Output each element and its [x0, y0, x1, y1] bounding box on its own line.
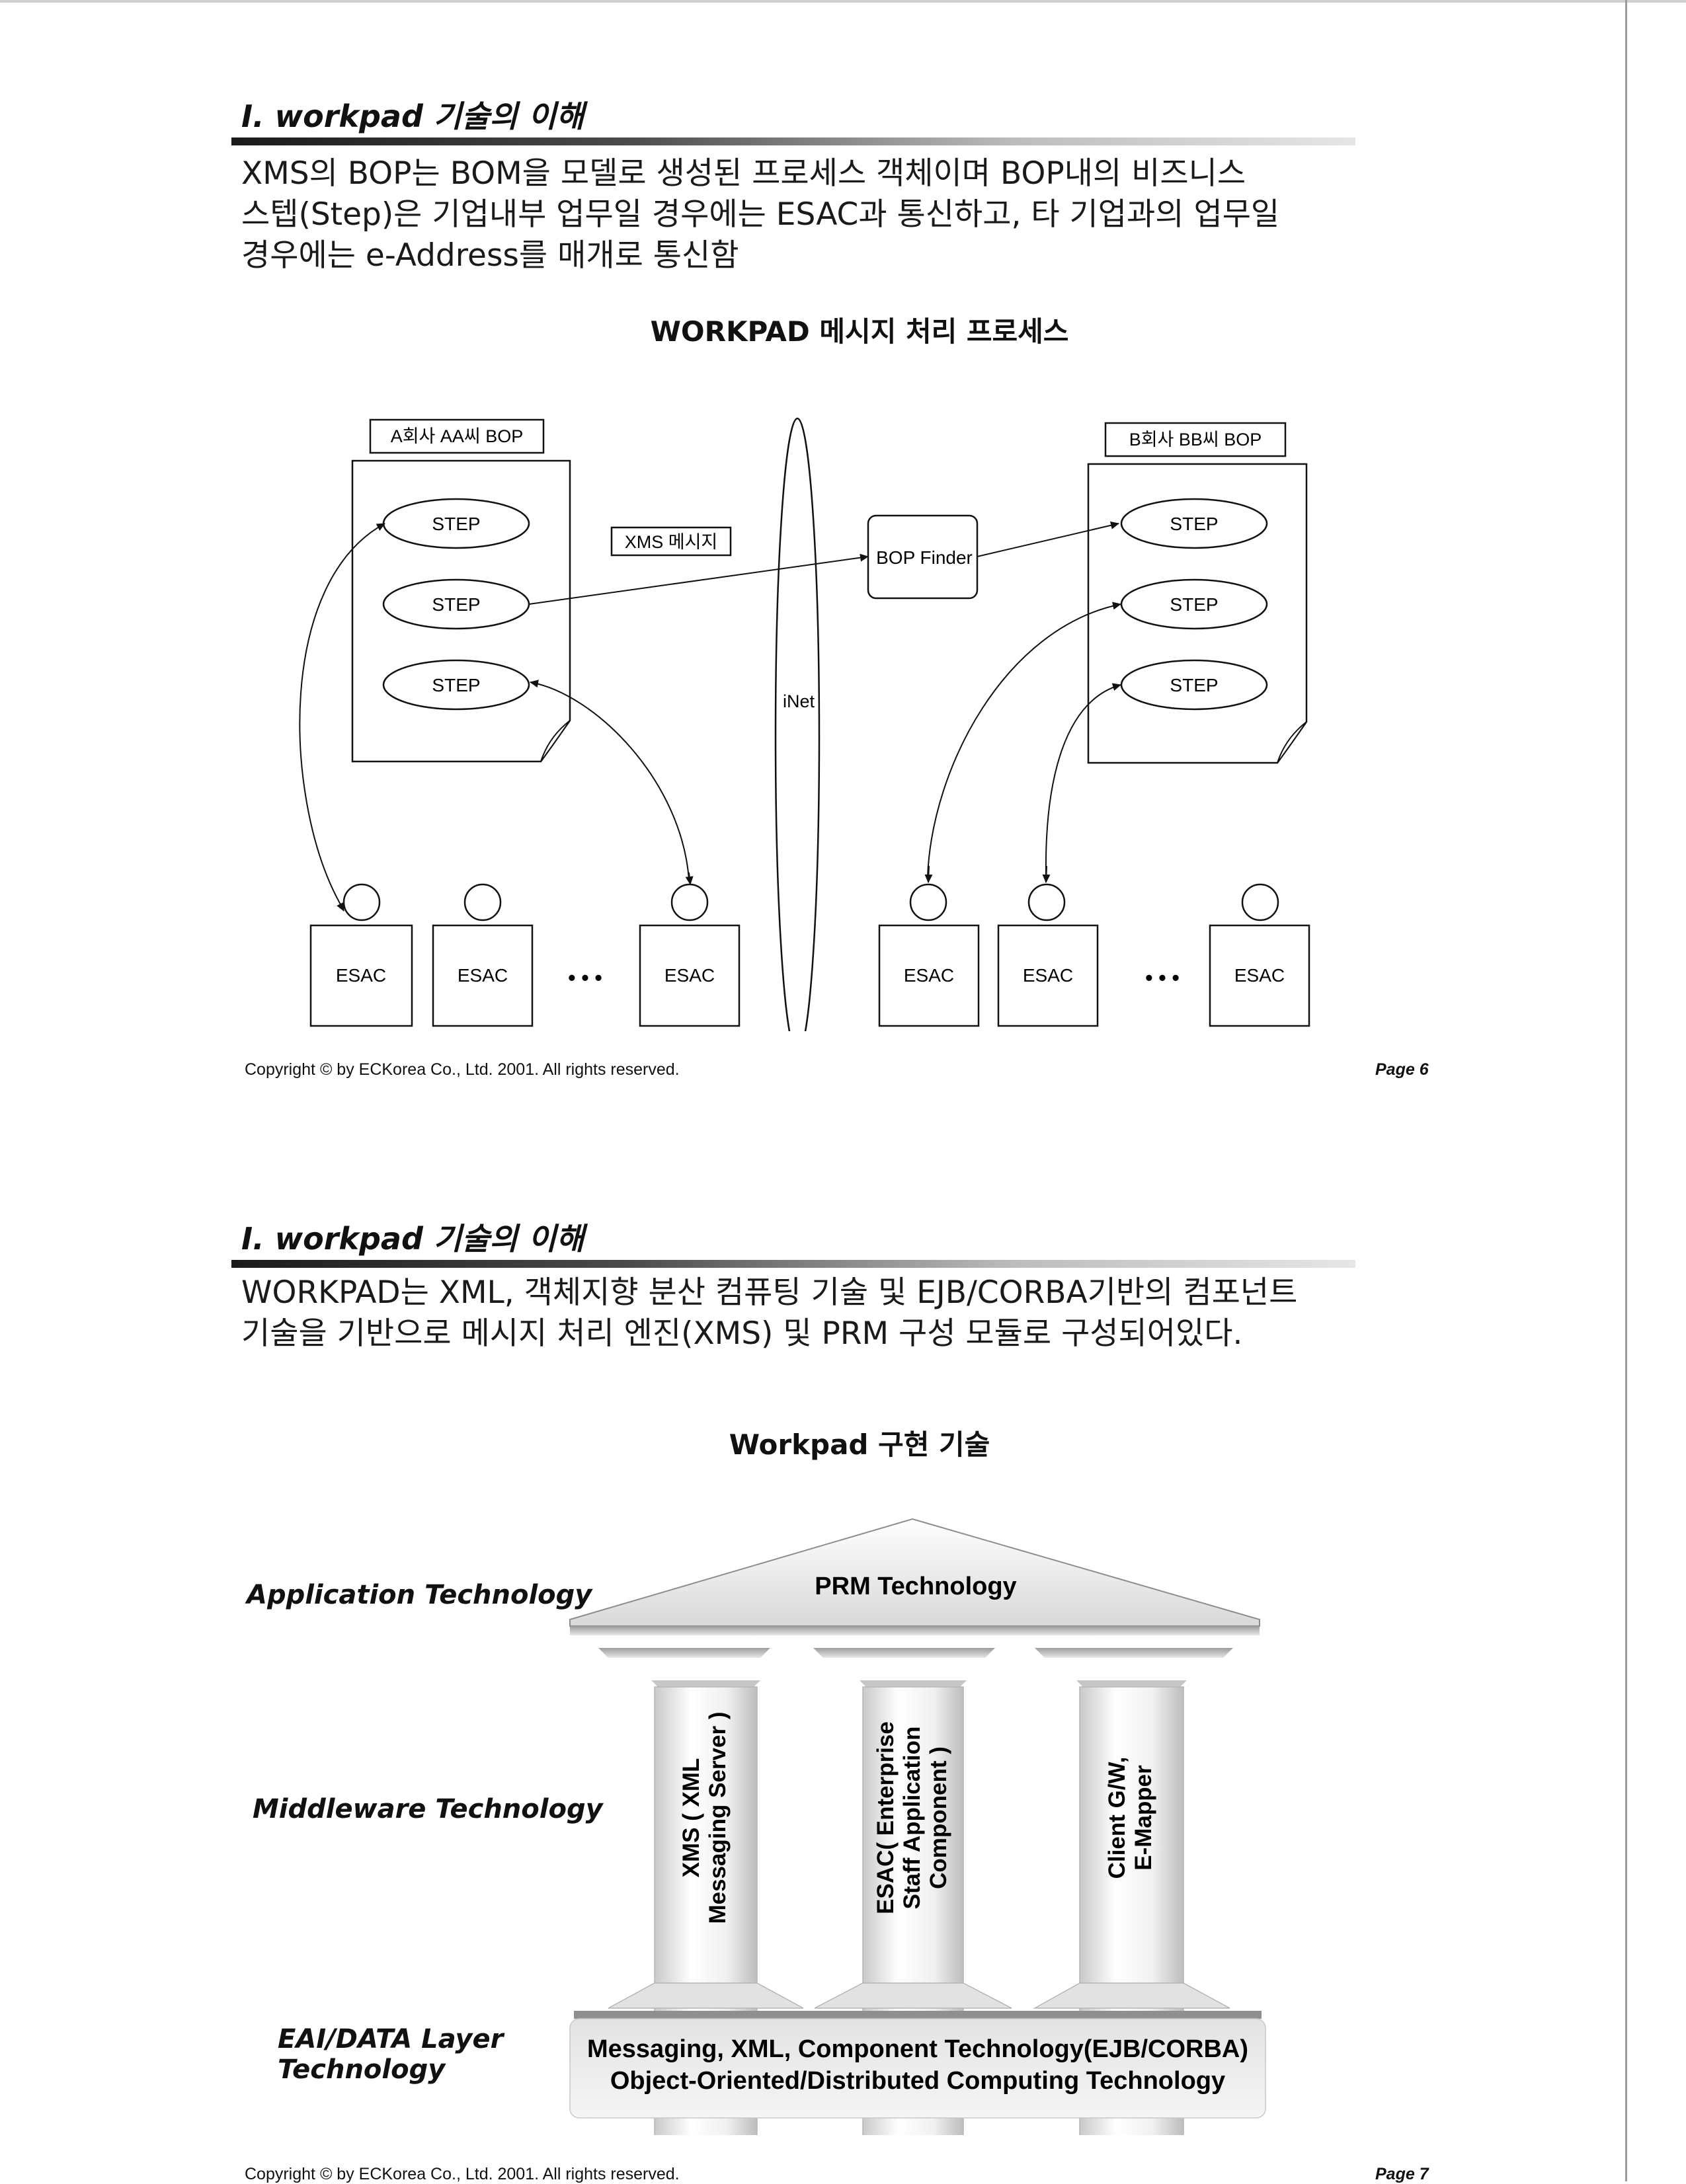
step-esac-link — [927, 602, 1121, 877]
pillar-client-text: Client G/W, E-Mapper — [1104, 1757, 1156, 1879]
left-bop-label: A회사 AA씨 BOP — [391, 426, 524, 446]
pillar-capital — [651, 1680, 760, 1687]
svg-text:ESAC: ESAC — [904, 965, 954, 986]
left-bop-document: A회사 AA씨 BOP STEP STEP STEP — [351, 418, 571, 763]
step-label: STEP — [432, 675, 480, 695]
foundation-base: Messaging, XML, Component Technology(EJB… — [569, 2011, 1266, 2119]
svg-text:ESAC: ESAC — [336, 965, 386, 986]
pillar-capital — [860, 1680, 967, 1687]
esac-box — [639, 924, 741, 1027]
svg-text:E-Mapper: E-Mapper — [1131, 1765, 1156, 1871]
page7-paragraph: WORKPAD는 XML, 객체지향 분산 컴퓨팅 기술 및 EJB/CORBA… — [241, 1272, 1297, 1354]
eai-label-line: Technology — [278, 2054, 446, 2085]
top-scan-edge — [0, 0, 1686, 3]
ellipsis: • • • — [1145, 966, 1179, 990]
inet-network: iNet — [774, 417, 821, 1031]
step-label: STEP — [1170, 594, 1218, 615]
step-node — [382, 659, 530, 711]
technology-temple-diagram: PRM Technology XMS ( XML Messaging Serve… — [569, 1518, 1266, 2135]
svg-text:ESAC: ESAC — [1234, 965, 1285, 986]
pillar-esac-text: ESAC( Enterprise Staff Application Compo… — [873, 1721, 951, 1914]
page7-section-title: I. workpad 기술의 이해 — [241, 1221, 584, 1257]
page7-section-divider — [231, 1260, 1355, 1268]
esac-box — [309, 924, 413, 1027]
pillar-base — [608, 1982, 804, 2009]
svg-text:ESAC: ESAC — [458, 965, 508, 986]
eai-label-line: EAI/DATA Layer — [278, 2024, 504, 2054]
right-esac-group: ESAC ESAC • • • ESAC — [878, 883, 1310, 1027]
step-label: STEP — [432, 514, 480, 534]
esac-step-link — [530, 680, 690, 880]
paragraph-line: WORKPAD는 XML, 객체지향 분산 컴퓨팅 기술 및 EJB/CORBA… — [241, 1274, 1298, 1311]
page6-section-divider — [231, 137, 1355, 145]
step-to-finder-arrow — [528, 553, 869, 605]
pillar-base — [814, 1982, 1012, 2009]
beam-segment — [1035, 1648, 1233, 1658]
page6-paragraph: XMS의 BOP는 BOM을 모델로 생성된 프로세스 객체이며 BOP내의 비… — [241, 153, 1279, 276]
right-bop-label: B회사 BB씨 BOP — [1129, 430, 1262, 449]
base-line: Messaging, XML, Component Technology(EJB… — [587, 2035, 1248, 2063]
svg-text:Messaging Server ): Messaging Server ) — [705, 1712, 731, 1924]
roof-label: PRM Technology — [815, 1573, 1016, 1600]
application-layer-label: Application Technology — [247, 1580, 592, 1610]
page7-number: Page 7 — [1375, 2165, 1429, 2183]
eai-layer-label: EAI/DATA Layer Technology — [278, 2024, 503, 2085]
page6-figure-title: WORKPAD 메시지 처리 프로세스 — [650, 315, 1069, 348]
finder-to-step-arrow — [977, 521, 1119, 557]
right-scan-edge — [1625, 0, 1627, 2181]
beam-segment — [813, 1648, 995, 1658]
esac-step-link — [299, 523, 385, 896]
svg-text:Component ): Component ) — [926, 1746, 951, 1889]
svg-text:Staff Application: Staff Application — [899, 1727, 925, 1910]
page6-section-title: I. workpad 기술의 이해 — [241, 98, 584, 134]
paragraph-line: 경우에는 e-Address를 매개로 통신함 — [241, 237, 739, 274]
esac-box — [997, 924, 1099, 1027]
bop-finder-node: BOP Finder — [867, 514, 979, 600]
page6-copyright: Copyright © by ECKorea Co., Ltd. 2001. A… — [245, 1060, 680, 1079]
pillar-capital — [1076, 1680, 1187, 1687]
svg-text:XMS ( XML: XMS ( XML — [678, 1758, 704, 1878]
beam-segment — [598, 1648, 770, 1658]
step-label: STEP — [1170, 675, 1218, 695]
paragraph-line: 기술을 기반으로 메시지 처리 엔진(XMS) 및 PRM 구성 모듈로 구성되… — [241, 1315, 1243, 1352]
roof-prm-technology: PRM Technology — [569, 1518, 1260, 1635]
page7-figure-title: Workpad 구현 기술 — [729, 1428, 990, 1461]
step-esac-link — [1045, 683, 1121, 877]
paragraph-line: XMS의 BOP는 BOM을 모델로 생성된 프로세스 객체이며 BOP내의 비… — [241, 155, 1246, 192]
middleware-layer-label: Middleware Technology — [253, 1794, 603, 1824]
message-process-diagram: A회사 AA씨 BOP STEP STEP STEP B회사 BB씨 BOP S… — [299, 417, 1310, 1031]
esac-box — [878, 924, 980, 1027]
pillar-xms-text: XMS ( XML Messaging Server ) — [678, 1712, 731, 1924]
paragraph-line: 스텝(Step)은 기업내부 업무일 경우에는 ESAC과 통신하고, 타 기업… — [241, 196, 1280, 233]
inet-label: iNet — [783, 691, 815, 711]
page7-copyright: Copyright © by ECKorea Co., Ltd. 2001. A… — [245, 2165, 680, 2183]
step-node — [1120, 578, 1268, 630]
right-bop-document: B회사 BB씨 BOP STEP STEP STEP — [1087, 422, 1308, 764]
svg-text:Client G/W,: Client G/W, — [1104, 1757, 1130, 1879]
svg-text:ESAC( Enterprise: ESAC( Enterprise — [873, 1721, 899, 1914]
esac-box — [1209, 924, 1310, 1027]
base-line: Object-Oriented/Distributed Computing Te… — [610, 2067, 1225, 2095]
step-label: STEP — [1170, 514, 1218, 534]
svg-text:BOP Finder: BOP Finder — [876, 547, 973, 568]
step-node — [1120, 498, 1268, 549]
page6-number: Page 6 — [1375, 1060, 1429, 1079]
xms-message-tag: XMS 메시지 — [610, 526, 732, 557]
svg-text:ESAC: ESAC — [664, 965, 715, 986]
pillar-base — [1033, 1982, 1230, 2009]
svg-text:ESAC: ESAC — [1023, 965, 1073, 986]
svg-text:XMS 메시지: XMS 메시지 — [625, 532, 718, 552]
left-esac-group: ESAC ESAC • • • ESAC — [309, 883, 741, 1027]
step-label: STEP — [432, 594, 480, 615]
esac-box — [432, 924, 534, 1027]
ellipsis: • • • — [568, 966, 602, 990]
step-node — [1120, 659, 1268, 711]
